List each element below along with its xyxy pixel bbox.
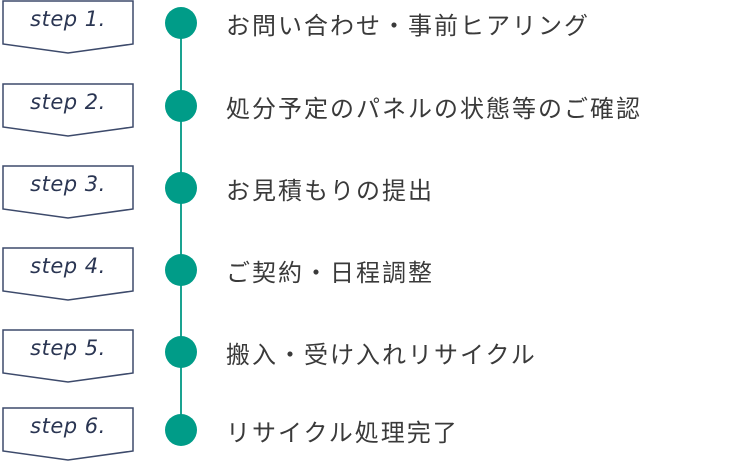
step-badge: step 6. bbox=[2, 407, 134, 461]
step-dot bbox=[165, 414, 197, 446]
step-text: 処分予定のパネルの状態等のご確認 bbox=[226, 95, 642, 123]
step-badge-label: step 2. bbox=[30, 90, 106, 114]
step-badge: step 3. bbox=[2, 165, 134, 219]
step-badge-label: step 5. bbox=[30, 336, 106, 360]
step-dot bbox=[165, 336, 197, 368]
step-5: step 5. 搬入・受け入れリサイクル bbox=[0, 329, 733, 389]
step-text: お見積もりの提出 bbox=[226, 177, 434, 205]
timeline-line bbox=[180, 22, 182, 434]
step-4: step 4. ご契約・日程調整 bbox=[0, 247, 733, 307]
step-badge-label: step 3. bbox=[30, 172, 106, 196]
step-6: step 6. リサイクル処理完了 bbox=[0, 407, 733, 467]
step-badge-arrow-shape bbox=[2, 247, 134, 301]
step-text: ご契約・日程調整 bbox=[226, 259, 434, 287]
step-badge: step 1. bbox=[2, 0, 134, 54]
step-text: お問い合わせ・事前ヒアリング bbox=[226, 12, 590, 40]
step-dot bbox=[165, 90, 197, 122]
step-badge-label: step 4. bbox=[30, 254, 106, 278]
step-text: リサイクル処理完了 bbox=[226, 419, 459, 447]
step-3: step 3. お見積もりの提出 bbox=[0, 165, 733, 225]
step-badge: step 4. bbox=[2, 247, 134, 301]
step-badge-arrow-shape bbox=[2, 329, 134, 383]
step-badge-arrow-shape bbox=[2, 407, 134, 461]
step-badge: step 2. bbox=[2, 83, 134, 137]
step-dot bbox=[165, 254, 197, 286]
step-dot bbox=[165, 7, 197, 39]
step-badge-arrow-shape bbox=[2, 165, 134, 219]
step-1: step 1. お問い合わせ・事前ヒアリング bbox=[0, 0, 733, 60]
step-text: 搬入・受け入れリサイクル bbox=[226, 341, 537, 369]
step-badge-label: step 1. bbox=[30, 7, 106, 31]
step-2: step 2. 処分予定のパネルの状態等のご確認 bbox=[0, 83, 733, 143]
step-dot bbox=[165, 172, 197, 204]
step-badge-arrow-shape bbox=[2, 0, 134, 54]
step-badge-arrow-shape bbox=[2, 83, 134, 137]
step-badge: step 5. bbox=[2, 329, 134, 383]
step-badge-label: step 6. bbox=[30, 414, 106, 438]
